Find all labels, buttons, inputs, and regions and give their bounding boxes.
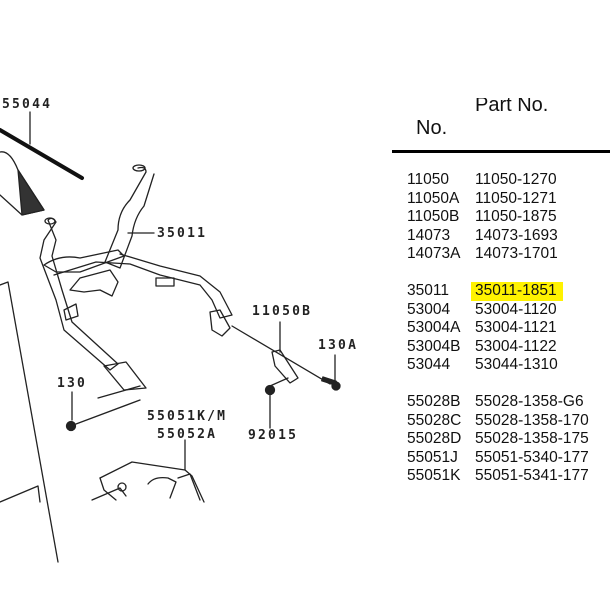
ref-number: 11050B [407,208,460,225]
exploded-parts-diagram: 55044 35011 11050B 130A 130 55051K/M 550… [0,97,358,563]
callout-label: 55051K/M [147,409,227,424]
part-number: 11050-1270 [475,171,557,188]
callout-label: 55052A [157,427,217,442]
part-number: 11050-1271 [475,189,557,207]
ref-number: 53004 [407,300,451,318]
callout-label: 130 [57,376,87,391]
callout-label: 55044 [2,97,52,112]
ref-number: 55028C [407,411,462,429]
part-number: 14073-1701 [475,245,558,262]
ref-number: 53044 [407,356,451,373]
part-number: 55028-1358-G6 [475,393,584,410]
part-number: 53004-1121 [475,319,557,336]
side-cowl-part [0,151,45,216]
ref-number: 55028B [407,393,461,410]
ref-number: 11050 [407,171,449,188]
lower-cowl-part-55051 [0,461,205,503]
column-header-part-no: Part No. [475,98,549,113]
callout-label: 11050B [252,304,312,319]
part-number: 55051-5340-177 [475,448,589,466]
ref-number: 55051J [407,448,458,466]
ref-number: 14073 [407,226,451,244]
bolt-130 [65,420,77,432]
nut-92015 [264,384,276,396]
part-number: 55028-1358-175 [475,430,589,447]
ref-number: 55028D [407,430,462,447]
callout-label: 92015 [248,428,298,443]
bracket-11050B [271,349,299,384]
callout-label: 130A [318,338,358,353]
part-number: 55028-1358-170 [475,411,589,429]
frame-bracket-35011 [39,164,233,425]
part-number: 53044-1310 [475,356,558,373]
trim-strip [0,128,84,180]
bolt-130A [321,376,341,391]
column-header-ref-no: No. [416,117,448,139]
ref-number: 53004B [407,337,461,355]
part-number: 11050-1875 [475,208,557,225]
ref-number: 11050A [407,189,460,207]
part-number: 14073-1693 [475,226,558,244]
part-number: 53004-1122 [475,337,557,355]
ref-number: 55051K [407,467,461,484]
header-divider [392,150,610,153]
part-number: 53004-1120 [475,300,557,318]
ref-number: 53004A [407,319,461,336]
part-number-highlighted: 35011-1851 [471,282,563,301]
callout-label: 35011 [157,226,207,241]
ref-number: 14073A [407,245,461,262]
panel-edge [0,281,59,563]
part-number: 55051-5341-177 [475,467,589,484]
ref-number: 35011 [407,282,449,299]
leader-line [231,325,331,385]
